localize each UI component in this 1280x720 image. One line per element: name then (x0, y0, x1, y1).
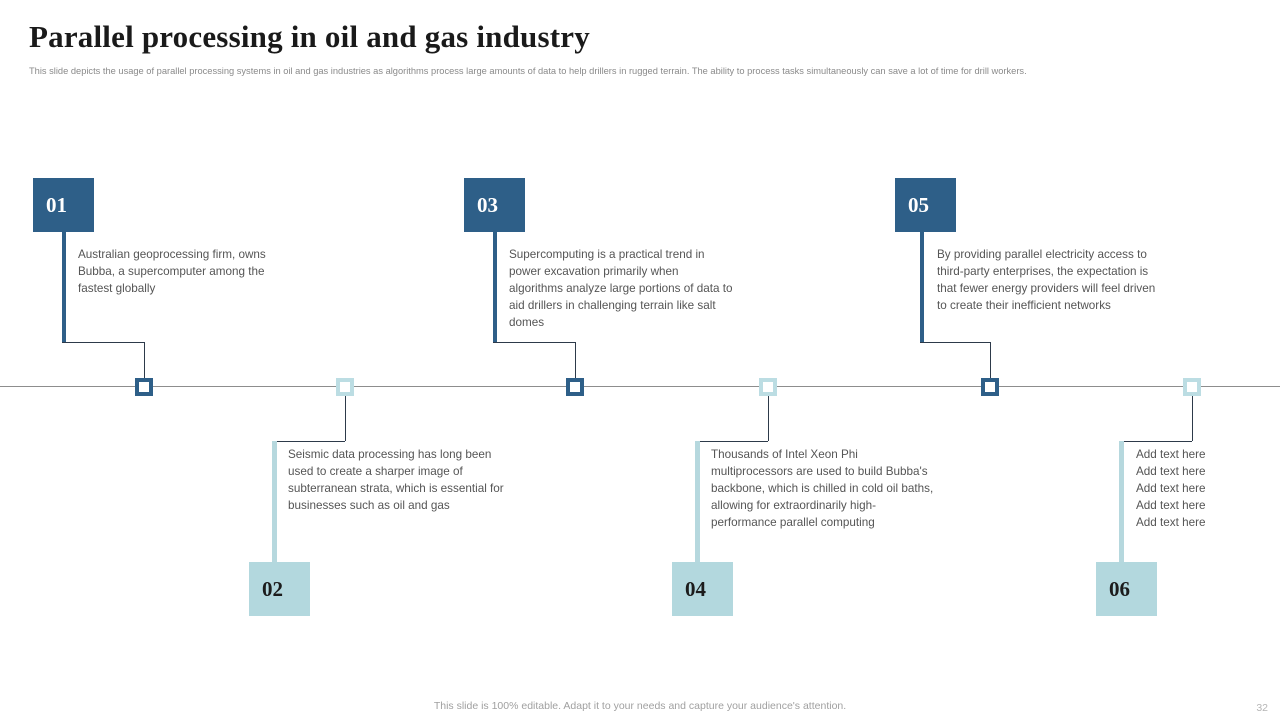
timeline-marker-03[interactable] (566, 378, 584, 396)
timeline-elbow-horizontal-01 (62, 342, 144, 343)
timeline-elbow-horizontal-03 (493, 342, 575, 343)
timeline-text-02: Seismic data processing has long been us… (288, 448, 504, 512)
timeline-marker-01[interactable] (135, 378, 153, 396)
timeline-elbow-horizontal-06 (1120, 441, 1192, 442)
timeline-text-06: Add text here Add text here Add text her… (1136, 448, 1206, 529)
timeline-stem-01 (62, 232, 66, 342)
timeline-text-04: Thousands of Intel Xeon Phi multiprocess… (711, 448, 934, 529)
timeline-stem-04 (695, 441, 700, 564)
timeline-number-box-01[interactable]: 01 (33, 178, 94, 232)
timeline-elbow-vertical-02 (345, 396, 346, 441)
timeline-axis (0, 386, 1280, 387)
page-number: 32 (1256, 702, 1268, 714)
timeline-number-box-03[interactable]: 03 (464, 178, 525, 232)
page-subtitle: This slide depicts the usage of parallel… (29, 66, 1027, 76)
timeline-elbow-vertical-04 (768, 396, 769, 441)
timeline-elbow-horizontal-05 (920, 342, 990, 343)
timeline-stem-05 (920, 232, 924, 342)
timeline-text-03: Supercomputing is a practical trend in p… (509, 248, 733, 329)
timeline-number-box-04[interactable]: 04 (672, 562, 733, 616)
timeline-elbow-vertical-01 (144, 342, 145, 378)
timeline-stem-02 (272, 441, 277, 564)
timeline-elbow-horizontal-02 (273, 441, 345, 442)
timeline-number-box-05[interactable]: 05 (895, 178, 956, 232)
timeline-elbow-vertical-03 (575, 342, 576, 378)
timeline-marker-05[interactable] (981, 378, 999, 396)
timeline-text-05: By providing parallel electricity access… (937, 248, 1156, 312)
timeline-marker-06[interactable] (1183, 378, 1201, 396)
timeline-elbow-vertical-05 (990, 342, 991, 378)
timeline-stem-06 (1119, 441, 1124, 564)
timeline-marker-02[interactable] (336, 378, 354, 396)
timeline-marker-04[interactable] (759, 378, 777, 396)
timeline-number-box-02[interactable]: 02 (249, 562, 310, 616)
page-title: Parallel processing in oil and gas indus… (29, 19, 590, 54)
timeline-elbow-vertical-06 (1192, 396, 1193, 441)
timeline-elbow-horizontal-04 (696, 441, 768, 442)
timeline-text-01: Australian geoprocessing firm, owns Bubb… (78, 248, 266, 295)
footer-note: This slide is 100% editable. Adapt it to… (433, 700, 847, 712)
timeline-number-box-06[interactable]: 06 (1096, 562, 1157, 616)
timeline-stem-03 (493, 232, 497, 342)
